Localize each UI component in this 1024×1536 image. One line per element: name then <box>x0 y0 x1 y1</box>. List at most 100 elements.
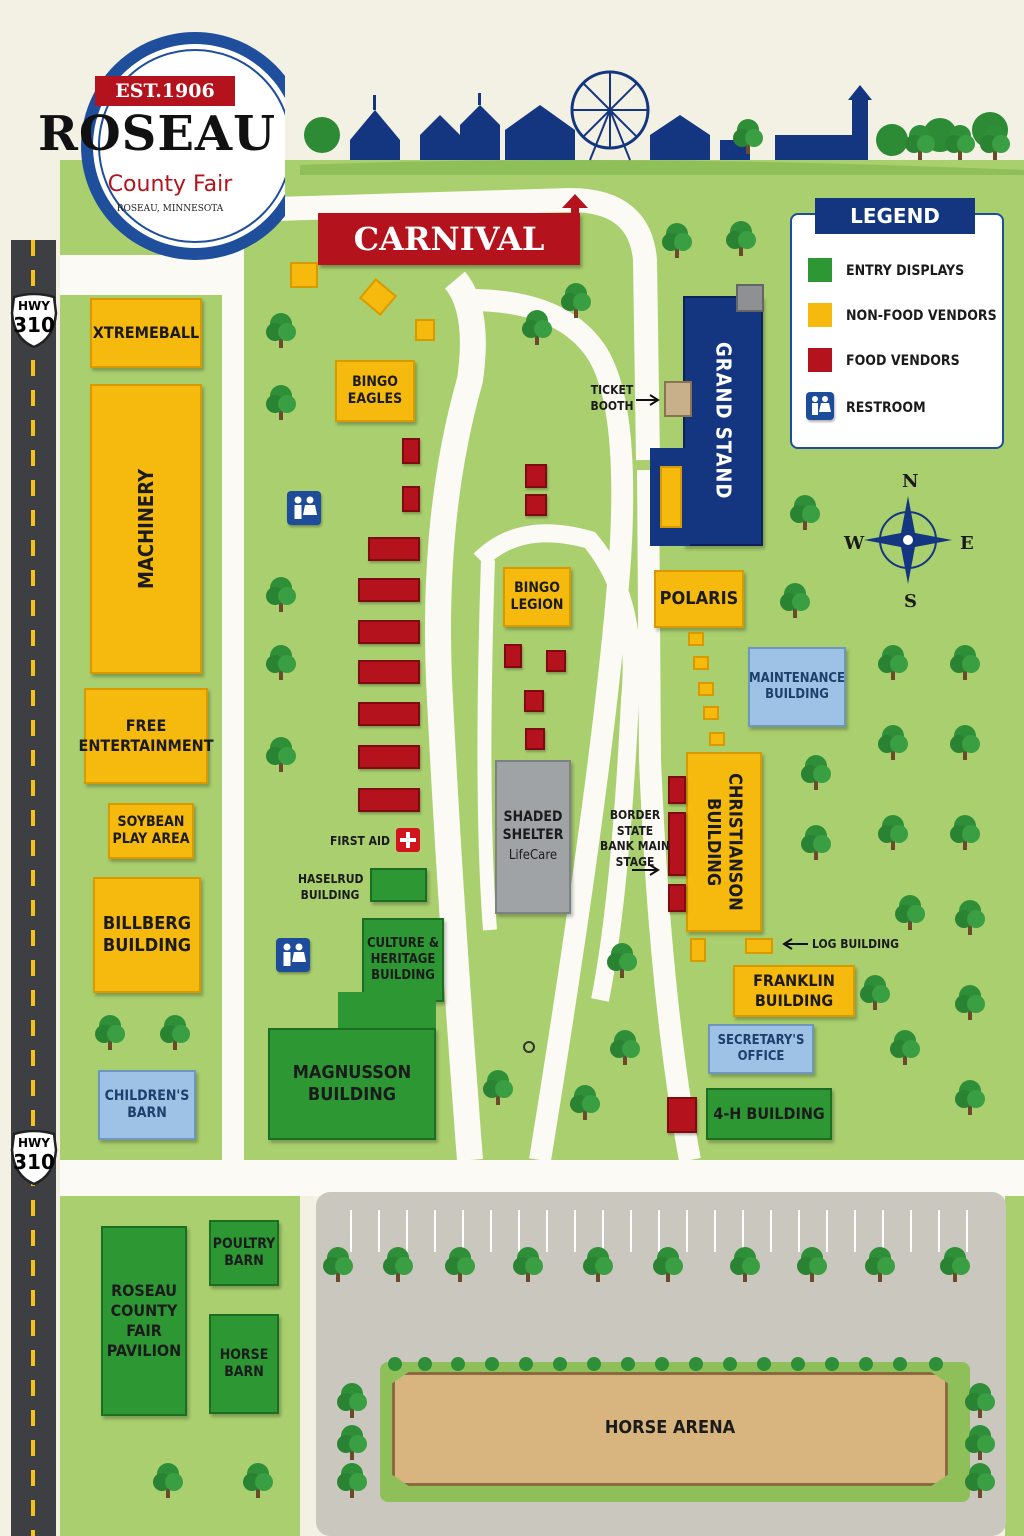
billberg-building[interactable]: BILLBERG BUILDING <box>93 877 201 993</box>
tree-icon <box>95 119 1010 1498</box>
food-vendor-stall[interactable] <box>668 776 686 804</box>
legend-label: FOOD VENDORS <box>846 353 960 369</box>
ticket-booth-label: TICKET BOOTH <box>590 383 634 413</box>
food-vendor-stall[interactable] <box>667 1097 697 1133</box>
food-vendor-stall[interactable] <box>358 660 420 684</box>
vendor-booth[interactable] <box>709 732 725 746</box>
food-vendor-stall[interactable] <box>525 494 547 516</box>
xtremeball-building[interactable]: XTREMEBALL <box>90 298 202 368</box>
highway-centerline <box>31 240 35 1536</box>
compass-w: W <box>844 533 865 554</box>
main-stage-label: BORDER STATE BANK MAIN STAGE <box>600 808 670 869</box>
franklin-building[interactable]: FRANKLIN BUILDING <box>733 965 855 1017</box>
food-vendor-stall[interactable] <box>546 650 566 672</box>
horse-barn[interactable]: HORSE BARN <box>209 1314 279 1414</box>
soybean-play-area[interactable]: SOYBEAN PLAY AREA <box>108 803 194 859</box>
bingo-legion[interactable]: BINGO LEGION <box>503 567 571 627</box>
grand-stand-label: GRAND STAND <box>711 342 736 500</box>
hwy-label: HWY <box>18 299 50 313</box>
hwy-shield-top: HWY 310 <box>10 292 58 349</box>
compass-rose-icon <box>864 496 952 584</box>
food-vendor-stall[interactable] <box>368 537 420 561</box>
vendor-booth[interactable] <box>290 262 318 288</box>
legend-green-swatch <box>808 258 832 282</box>
compass-s: S <box>904 591 917 612</box>
magnusson-building[interactable]: MAGNUSSON BUILDING <box>268 1028 436 1140</box>
legend-label: NON-FOOD VENDORS <box>846 308 997 324</box>
hwy-number: 310 <box>13 313 55 337</box>
secretarys-office[interactable]: SECRETARY'S OFFICE <box>708 1024 814 1074</box>
fair-logo: EST.1906 ROSEAU County Fair ROSEAU, MINN… <box>38 14 309 262</box>
legend-label: RESTROOM <box>846 400 926 416</box>
christianson-building[interactable]: CHRISTIANSON BUILDING <box>686 752 762 932</box>
west-road <box>222 210 244 1170</box>
4h-building[interactable]: 4-H BUILDING <box>706 1088 832 1140</box>
bingo-eagles[interactable]: BINGO EAGLES <box>335 360 415 422</box>
horse-arena-ring[interactable] <box>392 1372 948 1486</box>
vendor-booth[interactable] <box>688 632 704 646</box>
hwy-shield-bottom: HWY 310 <box>10 1129 58 1186</box>
vendor-booth[interactable] <box>690 938 706 962</box>
carnival-arrow-icon <box>562 194 588 220</box>
shaded-shelter[interactable]: SHADED SHELTER LifeCare <box>495 760 571 914</box>
shaded-shelter-sponsor: LifeCare <box>508 848 558 864</box>
food-vendor-stall[interactable] <box>402 438 420 464</box>
food-vendor-stall[interactable] <box>358 620 420 644</box>
legend-red-swatch <box>808 348 832 372</box>
christianson-label: CHRISTIANSON BUILDING <box>703 773 746 911</box>
east-lawn <box>1005 1195 1024 1536</box>
childrens-barn[interactable]: CHILDREN'S BARN <box>98 1070 196 1140</box>
food-vendor-stall[interactable] <box>358 702 420 726</box>
legend-label: ENTRY DISPLAYS <box>846 263 965 279</box>
food-vendor-stall[interactable] <box>358 788 420 812</box>
food-vendor-stall[interactable] <box>358 745 420 769</box>
vendor-booth[interactable] <box>703 706 719 720</box>
polaris-building[interactable]: POLARIS <box>654 570 744 628</box>
food-vendor-stall[interactable] <box>525 464 547 488</box>
arrow-left-icon <box>782 938 808 950</box>
first-aid-icon[interactable] <box>396 828 420 852</box>
main-road <box>60 1160 1024 1196</box>
arrow-right-icon <box>632 864 660 876</box>
food-vendor-stall[interactable] <box>402 486 420 512</box>
maintenance-building[interactable]: MAINTENANCE BUILDING <box>748 647 846 727</box>
vendor-booth[interactable] <box>693 656 709 670</box>
parking-stripes <box>350 1210 990 1252</box>
grand-stand[interactable]: GRAND STAND <box>683 296 763 546</box>
restroom-icon[interactable] <box>276 938 310 972</box>
food-vendor-stall[interactable] <box>524 690 544 712</box>
haselrud-building[interactable] <box>370 868 427 902</box>
hwy-label: HWY <box>18 1136 50 1150</box>
vendor-booth[interactable] <box>698 682 714 696</box>
vendor-booth[interactable] <box>415 319 435 341</box>
legend-title: LEGEND <box>815 198 975 234</box>
food-vendor-stall[interactable] <box>504 644 522 668</box>
log-building-label: LOG BUILDING <box>812 937 899 951</box>
free-entertainment-stage[interactable]: FREE ENTERTAINMENT <box>78 688 214 784</box>
food-vendor-stall[interactable] <box>525 728 545 750</box>
food-vendor-stall[interactable] <box>668 812 686 876</box>
ticket-booth[interactable] <box>664 381 692 417</box>
arrow-right-icon <box>636 394 660 406</box>
culture-heritage-building[interactable]: CULTURE & HERITAGE BUILDING <box>362 918 444 1002</box>
log-building[interactable] <box>745 938 773 954</box>
vendor-booth[interactable] <box>660 466 682 528</box>
poultry-barn[interactable]: POULTRY BARN <box>209 1220 279 1286</box>
fair-pavilion[interactable]: ROSEAU COUNTY FAIR PAVILION <box>101 1226 187 1416</box>
food-vendor-stall[interactable] <box>668 884 686 912</box>
logo-place: ROSEAU, MINNESOTA <box>116 204 224 214</box>
machinery-building[interactable]: MACHINERY <box>90 384 202 674</box>
entry-road <box>60 255 240 295</box>
restroom-icon[interactable] <box>287 491 321 525</box>
logo-est-ribbon: EST.1906 <box>95 76 235 106</box>
hwy-number: 310 <box>13 1150 55 1174</box>
compass-n: N <box>902 471 919 492</box>
carnival-banner: CARNIVAL <box>318 213 580 265</box>
first-aid-label: FIRST AID <box>330 834 390 848</box>
grand-stand-tower <box>736 284 764 312</box>
horse-arena-label: HORSE ARENA <box>604 1417 736 1438</box>
shaded-shelter-label: SHADED SHELTER <box>502 809 564 843</box>
food-vendor-stall[interactable] <box>358 578 420 602</box>
